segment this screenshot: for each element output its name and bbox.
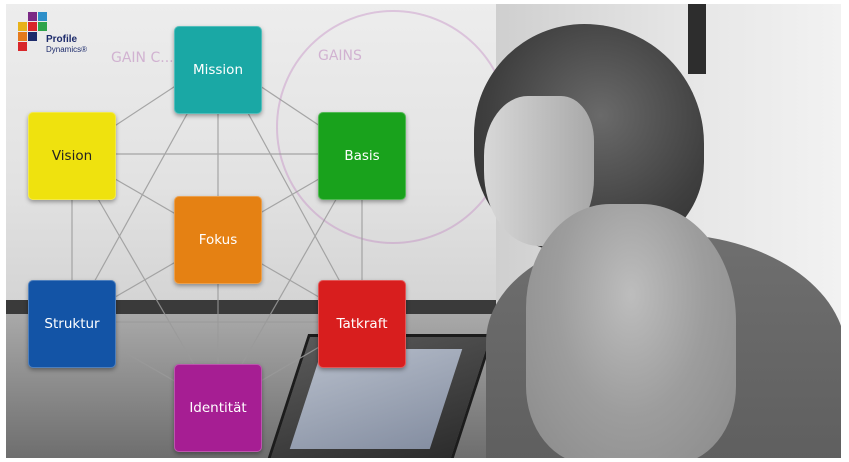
logo-square: [28, 32, 37, 41]
node-basis: Basis: [318, 112, 406, 200]
whiteboard-sketch-text: GAINS: [318, 48, 362, 64]
person-scarf: [526, 204, 736, 458]
node-label: Mission: [192, 62, 244, 78]
logo-text: Dynamics®: [46, 45, 88, 54]
logo-text: Profile: [46, 34, 78, 45]
logo-square: [18, 42, 27, 51]
logo-square: [28, 22, 37, 31]
node-fokus: Fokus: [174, 196, 262, 284]
logo-square: [18, 32, 27, 41]
logo-square: [28, 12, 37, 21]
video-frame: GAIN C... GAINS: [6, 4, 841, 458]
node-label: Basis: [344, 148, 380, 164]
whiteboard-sketch-text: GAIN C...: [111, 50, 174, 66]
node-label: Vision: [51, 148, 93, 164]
node-label: Tatkraft: [336, 316, 388, 332]
logo-square: [38, 22, 47, 31]
node-tatkraft: Tatkraft: [318, 280, 406, 368]
node-struktur: Struktur: [28, 280, 116, 368]
node-vision: Vision: [28, 112, 116, 200]
node-label: Struktur: [44, 316, 100, 332]
logo-square: [18, 22, 27, 31]
node-label: Identität: [189, 400, 247, 416]
node-identitaet: Identität: [174, 364, 262, 452]
logo-square: [38, 12, 47, 21]
wall-pillar: [688, 4, 706, 74]
profile-dynamics-logo: Profile Dynamics®: [14, 12, 109, 56]
node-mission: Mission: [174, 26, 262, 114]
node-label: Fokus: [198, 232, 238, 248]
diagram-connections: [71, 57, 363, 407]
